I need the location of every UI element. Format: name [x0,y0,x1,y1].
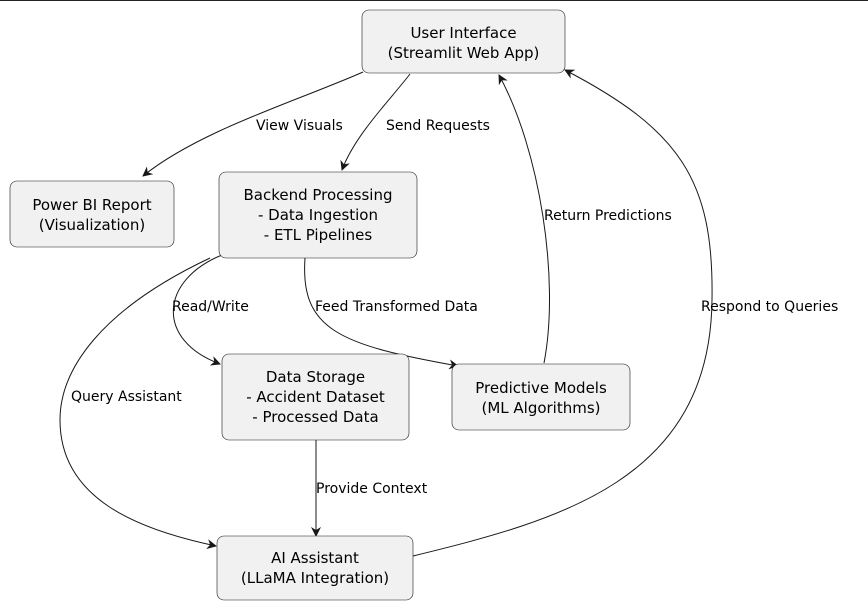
label-send-requests: Send Requests [386,118,490,134]
node-power-bi-title: Power BI Report [32,196,151,214]
node-ai-assistant[interactable]: AI Assistant (LLaMA Integration) [216,535,414,601]
edge-read-write [172,254,223,366]
node-power-bi-subtitle: (Visualization) [39,216,145,234]
node-user-interface-title: User Interface [410,24,516,42]
node-models-title: Predictive Models [475,379,607,397]
label-view-visuals: View Visuals [256,118,343,134]
node-user-interface[interactable]: User Interface (Streamlit Web App) [361,9,566,74]
node-models-subtitle: (ML Algorithms) [481,399,600,417]
node-user-interface-subtitle: (Streamlit Web App) [388,44,540,62]
edge-feed-transformed [304,257,459,370]
edge-send-requests [340,73,411,171]
label-provide-context: Provide Context [316,481,428,497]
node-predictive-models[interactable]: Predictive Models (ML Algorithms) [451,363,631,431]
label-query-assistant: Query Assistant [71,389,182,405]
node-backend-processing[interactable]: Backend Processing - Data Ingestion - ET… [218,171,418,259]
edge-return-predictions [498,74,550,364]
node-storage-line-1: - Accident Dataset [246,388,385,406]
node-data-storage[interactable]: Data Storage - Accident Dataset - Proces… [221,353,410,441]
node-ai-subtitle: (LLaMA Integration) [241,569,389,587]
label-respond-queries: Respond to Queries [701,299,838,315]
node-power-bi-report[interactable]: Power BI Report (Visualization) [9,180,175,248]
edge-respond-queries [412,69,713,557]
node-backend-line-1: - Data Ingestion [258,206,378,224]
edge-query-assistant [59,257,217,550]
label-return-predictions: Return Predictions [544,208,672,224]
node-storage-line-2: - Processed Data [252,408,378,426]
label-read-write: Read/Write [172,299,249,315]
edge-view-visuals [142,71,364,177]
node-ai-title: AI Assistant [271,549,359,567]
node-storage-title: Data Storage [266,368,365,386]
node-backend-title: Backend Processing [243,186,392,204]
node-backend-line-2: - ETL Pipelines [264,226,373,244]
top-border [0,0,868,1]
label-feed-transformed: Feed Transformed Data [315,299,478,315]
